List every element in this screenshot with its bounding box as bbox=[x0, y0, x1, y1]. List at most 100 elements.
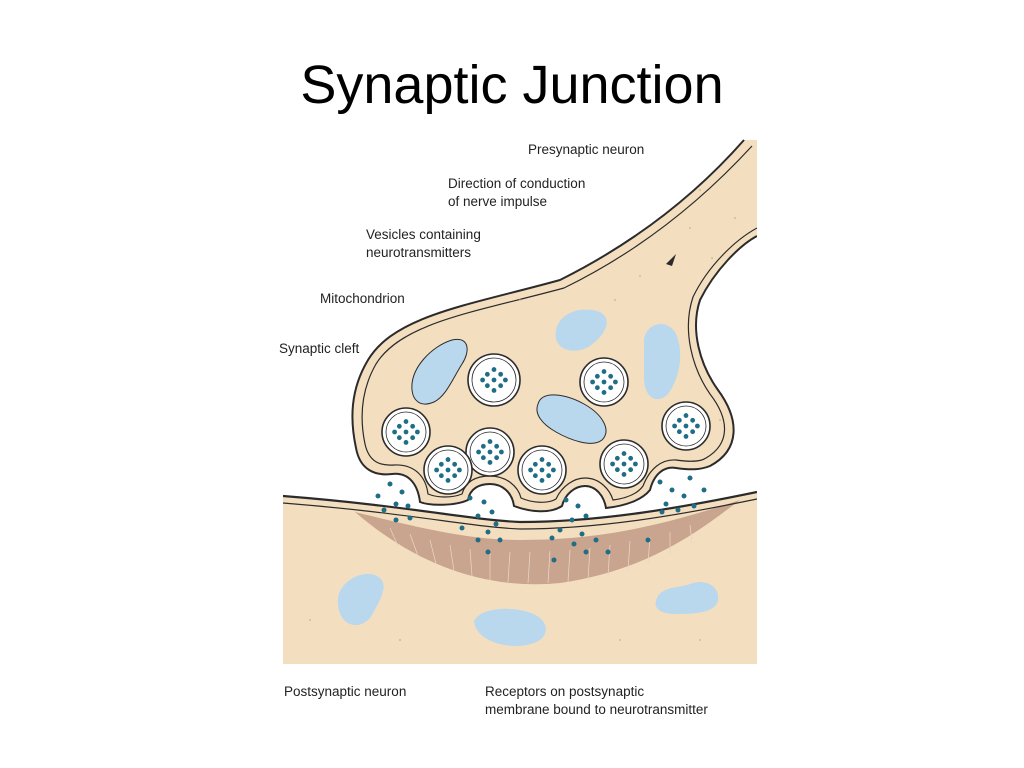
label-receptors: Receptors on postsynaptic membrane bound… bbox=[485, 684, 708, 717]
label-presynaptic-neuron: Presynaptic neuron bbox=[528, 142, 645, 157]
released-neurotransmitter-dot bbox=[593, 537, 599, 543]
neurotransmitter-dot bbox=[546, 461, 552, 467]
released-neurotransmitter-dot bbox=[381, 507, 387, 513]
released-neurotransmitter-dot bbox=[669, 487, 675, 493]
neurotransmitter-dot bbox=[494, 443, 500, 449]
label-direction-of-conduction: Direction of conduction of nerve impulse bbox=[448, 176, 586, 209]
neurotransmitter-dot bbox=[445, 467, 451, 473]
pre-mitochondrion-3 bbox=[644, 323, 681, 400]
neurotransmitter-dot bbox=[546, 473, 552, 479]
post-mitochondrion-2 bbox=[474, 608, 546, 646]
post-mitochondrion-3 bbox=[655, 581, 719, 614]
neurotransmitter-dot bbox=[539, 467, 545, 473]
neurotransmitter-dot bbox=[452, 461, 458, 467]
released-neurotransmitter-dot bbox=[605, 549, 611, 555]
released-neurotransmitter-dot bbox=[375, 493, 381, 499]
neurotransmitter-dot bbox=[480, 455, 486, 461]
neurotransmitter-dot bbox=[608, 385, 614, 391]
neurotransmitter-dot bbox=[415, 429, 420, 435]
neurotransmitter-dot bbox=[499, 449, 504, 455]
neurotransmitter-dot bbox=[621, 472, 627, 477]
pre-mitochondrion-4 bbox=[555, 309, 607, 351]
released-neurotransmitter-dot bbox=[675, 507, 681, 513]
neurotransmitter-dot bbox=[438, 473, 444, 479]
neurotransmitter-dot bbox=[676, 417, 682, 423]
neurotransmitter-dot bbox=[690, 417, 696, 423]
released-neurotransmitter-dot bbox=[399, 489, 405, 495]
released-neurotransmitter-dot bbox=[393, 501, 399, 507]
vesicle bbox=[423, 445, 473, 495]
vesicle bbox=[517, 445, 567, 495]
neurotransmitter-dot bbox=[676, 429, 682, 435]
pre-mitochondrion-1 bbox=[411, 338, 468, 405]
released-neurotransmitter-dot bbox=[467, 495, 473, 501]
pre-mitochondrion-2 bbox=[536, 394, 607, 444]
released-neurotransmitter-dot bbox=[579, 531, 585, 537]
vesicle bbox=[381, 407, 431, 457]
neurotransmitter-dot bbox=[445, 457, 451, 462]
released-neurotransmitter-dot bbox=[691, 503, 697, 509]
released-neurotransmitter-dot bbox=[485, 549, 491, 555]
neurotransmitter-dot bbox=[434, 467, 439, 473]
label-synaptic-cleft: Synaptic cleft bbox=[279, 341, 360, 356]
neurotransmitter-dot bbox=[590, 379, 595, 385]
neurotransmitter-dot bbox=[672, 423, 677, 429]
released-neurotransmitter-dot bbox=[563, 497, 569, 503]
neurotransmitter-dot bbox=[683, 423, 689, 429]
vesicle bbox=[661, 401, 711, 451]
neurotransmitter-dot bbox=[476, 449, 481, 455]
released-neurotransmitter-dot bbox=[583, 549, 589, 555]
neurotransmitter-dot bbox=[551, 467, 556, 473]
neurotransmitter-dot bbox=[410, 423, 416, 429]
neurotransmitter-dot bbox=[621, 461, 627, 467]
neurotransmitter-dot bbox=[532, 473, 538, 479]
neurotransmitter-dot bbox=[491, 367, 497, 372]
neurotransmitter-dot bbox=[403, 429, 409, 435]
neurotransmitter-dot bbox=[392, 429, 397, 435]
neurotransmitter-dot bbox=[610, 461, 615, 467]
neurotransmitter-dot bbox=[403, 419, 409, 424]
neurotransmitter-dot bbox=[484, 371, 490, 377]
neurotransmitter-dot bbox=[403, 440, 409, 445]
released-neurotransmitter-dot bbox=[493, 521, 499, 527]
neurotransmitter-dot bbox=[438, 461, 444, 467]
released-neurotransmitter-dot bbox=[575, 503, 581, 509]
neurotransmitter-dot bbox=[487, 439, 493, 444]
released-neurotransmitter-dot bbox=[475, 513, 481, 519]
released-neurotransmitter-dot bbox=[687, 475, 693, 481]
neurotransmitter-dot bbox=[491, 377, 497, 383]
neurotransmitter-dot bbox=[457, 467, 462, 473]
neurotransmitter-dot bbox=[683, 434, 689, 439]
neurotransmitter-dot bbox=[498, 383, 504, 389]
slide-title: Synaptic Junction bbox=[300, 55, 724, 115]
released-neurotransmitter-dot bbox=[475, 537, 481, 543]
released-neurotransmitter-dot bbox=[659, 509, 665, 515]
neurotransmitter-dot bbox=[690, 429, 696, 435]
released-neurotransmitter-dot bbox=[393, 517, 399, 523]
released-neurotransmitter-dot bbox=[701, 487, 707, 493]
neurotransmitter-dot bbox=[594, 373, 600, 379]
post-mitochondrion-1 bbox=[337, 573, 384, 626]
neurotransmitter-dot bbox=[487, 460, 493, 465]
neurotransmitter-dot bbox=[614, 455, 620, 461]
released-neurotransmitter-dot bbox=[551, 557, 557, 563]
neurotransmitter-dot bbox=[445, 478, 451, 483]
neurotransmitter-dot bbox=[410, 435, 416, 441]
released-neurotransmitters bbox=[375, 475, 707, 563]
cytoplasm-speckles bbox=[309, 189, 736, 641]
released-neurotransmitter-dot bbox=[681, 493, 687, 499]
neurotransmitter-dot bbox=[528, 467, 533, 473]
label-vesicles: Vesicles containing neurotransmitters bbox=[366, 227, 481, 260]
neurotransmitter-dot bbox=[396, 423, 402, 429]
neurotransmitter-dot bbox=[487, 449, 493, 455]
released-neurotransmitter-dot bbox=[485, 529, 491, 535]
released-neurotransmitter-dot bbox=[387, 481, 393, 487]
neurotransmitter-dot bbox=[633, 461, 638, 467]
label-mitochondrion: Mitochondrion bbox=[320, 291, 405, 306]
released-neurotransmitter-dot bbox=[405, 503, 411, 509]
neurotransmitter-dot bbox=[628, 455, 634, 461]
receptor-band bbox=[355, 500, 740, 585]
neurotransmitter-dot bbox=[396, 435, 402, 441]
neurotransmitter-dot bbox=[532, 461, 538, 467]
vesicle bbox=[579, 357, 629, 407]
